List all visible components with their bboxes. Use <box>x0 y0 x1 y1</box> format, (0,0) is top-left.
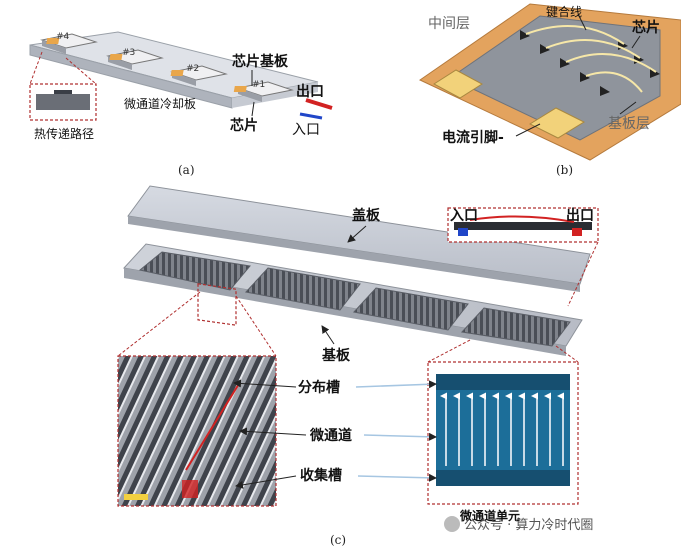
chip-b-leader <box>631 35 641 49</box>
inset-leader-1 <box>29 51 43 85</box>
unit-dist-groove <box>436 374 570 390</box>
inlet-label: 入口 <box>292 122 320 138</box>
watermark: 公众号 · 算力冷时代圈 <box>444 516 593 533</box>
lead-pad-left <box>433 69 483 99</box>
lead-label: 电流引脚- <box>442 129 504 146</box>
caption-b: (b) <box>556 163 573 177</box>
chip-leader <box>251 101 255 117</box>
inlet-arrow <box>299 112 323 120</box>
zoom-scale-bar <box>124 494 148 500</box>
micro-leader-right <box>363 432 437 441</box>
section-inlet-mark <box>458 228 468 236</box>
zoom-leader-1 <box>117 291 201 357</box>
cover-leader <box>347 225 367 243</box>
section-inlet-label: 入口 <box>450 208 478 224</box>
collect-leader-left <box>235 475 297 489</box>
heatpath-block <box>36 94 90 110</box>
unit-leader-1 <box>427 339 471 363</box>
lead-leader <box>515 123 541 137</box>
substrate-layer-label: 基板层 <box>608 115 650 132</box>
channel-zone-4 <box>461 307 571 347</box>
unit-label: 微通道单元 <box>459 508 520 523</box>
section-outlet-mark <box>572 228 582 236</box>
channel-zone-1 <box>138 251 251 291</box>
caption-a: (a) <box>178 163 195 177</box>
chip-1-label: #1 <box>252 80 265 90</box>
zoom-flow-path <box>185 381 241 471</box>
chip-b-label: 芯片 <box>632 19 660 36</box>
panel-b: 键合线 芯片 中间层 基板层 电流引脚- (b) <box>419 3 681 177</box>
micro-label: 微通道 <box>309 427 352 444</box>
substrate-b-leader <box>619 101 637 115</box>
unit-flow-arrows <box>440 392 564 466</box>
section-flow <box>469 215 575 223</box>
chip-label: 芯片 <box>230 117 258 134</box>
coldplate-label: 微通道冷却板 <box>124 97 196 111</box>
channel-zone-2 <box>245 267 361 311</box>
dist-leader-right <box>355 380 437 389</box>
watermark-text: 公众号 · 算力冷时代圈 <box>464 518 593 533</box>
bond-wires <box>525 25 657 93</box>
unit-leader-2 <box>555 345 579 363</box>
dist-leader-left <box>233 379 297 388</box>
section-outlet-label: 出口 <box>566 207 594 224</box>
heatpath-chip <box>54 90 72 94</box>
watermark-icon <box>444 516 460 532</box>
middle-layer-label: 中间层 <box>428 16 470 32</box>
substrate-label: 芯片基板 <box>232 53 289 70</box>
base-leader <box>321 325 335 345</box>
outlet-label: 出口 <box>296 83 324 100</box>
chip-3-label: #3 <box>122 48 135 58</box>
zoom-leader-2 <box>235 295 277 357</box>
chip-3 <box>106 49 164 70</box>
collect-leader-right <box>357 473 437 482</box>
heatpath-inset <box>29 83 97 121</box>
zoom-box <box>197 283 237 326</box>
unit-collect-groove <box>436 470 570 486</box>
bondwire-label: 键合线 <box>546 4 582 19</box>
zoom-flow-end <box>182 480 198 498</box>
chip-2 <box>170 65 228 86</box>
lead-pad-right <box>528 107 586 139</box>
section-bar <box>454 222 592 230</box>
panel-c: 盖板 入口 出口 基板 <box>117 185 599 547</box>
panel-a: #4 #3 #2 #1 热传递路径 芯片基板 微通道冷却板 出口 芯片 入口 (… <box>29 31 333 177</box>
chip-4-label: #4 <box>56 32 70 42</box>
heatpath-label: 热传递路径 <box>34 126 94 141</box>
section-leader <box>567 241 599 307</box>
coldplate-side <box>232 82 318 108</box>
base-label: 基板 <box>322 347 351 364</box>
micro-leader-left <box>239 427 307 436</box>
chip-2-label: #2 <box>186 64 199 74</box>
cover-plate-front <box>128 216 580 292</box>
inset-leader-2 <box>65 57 97 85</box>
outlet-arrow <box>305 98 333 110</box>
dist-label: 分布槽 <box>298 379 340 396</box>
caption-c: (c) <box>330 533 346 547</box>
channel-zone-3 <box>353 287 469 331</box>
base-plate-front <box>124 268 566 356</box>
bondwire-leader <box>577 13 587 31</box>
collect-label: 收集槽 <box>300 467 342 484</box>
chip-4 <box>40 33 98 54</box>
cover-label: 盖板 <box>352 207 381 224</box>
